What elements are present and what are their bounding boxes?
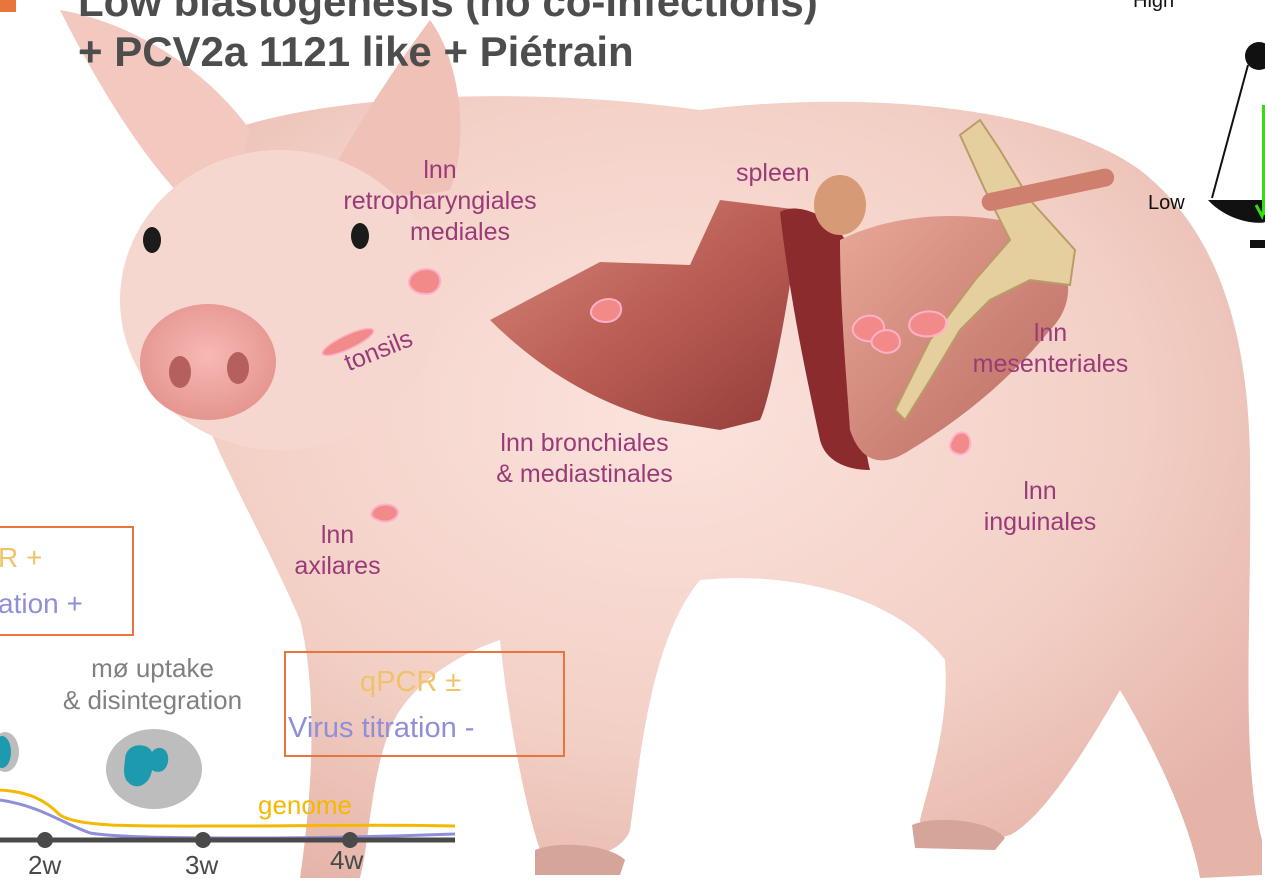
- uptake-line: & disintegration: [40, 684, 265, 716]
- balance-scale: [1208, 42, 1265, 248]
- titration-right-label: Virus titration -: [288, 712, 474, 745]
- tick-marker: [37, 832, 53, 848]
- accent-square: [0, 0, 16, 12]
- label-line: mediales: [310, 217, 570, 248]
- pig-nostril-left: [169, 356, 191, 388]
- lnn-bronchiales-marker: [591, 299, 621, 322]
- tick-label-2w: 2w: [28, 850, 61, 881]
- spleen-organ: [814, 175, 866, 235]
- pig-eye-left: [143, 227, 161, 253]
- titration-left-label: ation +: [0, 588, 83, 620]
- lnn-retropharyngiales-marker: [409, 269, 440, 294]
- label-spleen: spleen: [736, 158, 810, 189]
- tick-label-3w: 3w: [185, 850, 218, 881]
- label-line: lnn: [310, 155, 570, 186]
- label-lnn-inguinales: lnn inguinales: [960, 476, 1120, 538]
- label-line: axilares: [275, 551, 400, 582]
- label-line: lnn: [948, 318, 1153, 349]
- genome-line: [0, 790, 455, 826]
- tick-marker: [195, 832, 211, 848]
- genome-label: genome: [258, 790, 352, 821]
- label-line: inguinales: [960, 507, 1120, 538]
- label-lnn-mesenteriales: lnn mesenteriales: [948, 318, 1153, 380]
- label-line: lnn bronchiales: [462, 428, 707, 459]
- label-lnn-axilares: lnn axilares: [275, 520, 400, 582]
- label-line: retropharyngiales: [310, 186, 570, 217]
- lnn-axilares-marker: [371, 505, 398, 522]
- lnn-mesenteriales-marker: [872, 330, 900, 353]
- title-line-1: Low blastogenesis (no co-infections): [78, 0, 818, 26]
- scale-low-label: Low: [1148, 192, 1185, 215]
- uptake-label: mø uptake & disintegration: [40, 652, 265, 716]
- uptake-line: mø uptake: [40, 652, 265, 684]
- label-line: & mediastinales: [462, 459, 707, 490]
- qpcr-right-label: qPCR ±: [360, 666, 461, 699]
- lnn-mesenteriales-marker: [909, 311, 946, 336]
- pig-nostril-right: [227, 352, 249, 384]
- qpcr-left-label: R +: [0, 542, 42, 574]
- pig-snout: [140, 304, 276, 420]
- label-line: lnn: [960, 476, 1120, 507]
- tick-label-4w: 4w: [330, 845, 363, 876]
- label-lnn-bronchiales: lnn bronchiales & mediastinales: [462, 428, 707, 490]
- title-line-2: + PCV2a 1121 like + Piétrain: [78, 28, 634, 76]
- label-line: lnn: [275, 520, 400, 551]
- label-lnn-retropharyngiales: lnn retropharyngiales mediales: [310, 155, 570, 248]
- scale-high-label: High: [1133, 0, 1174, 13]
- label-line: mesenteriales: [948, 349, 1153, 380]
